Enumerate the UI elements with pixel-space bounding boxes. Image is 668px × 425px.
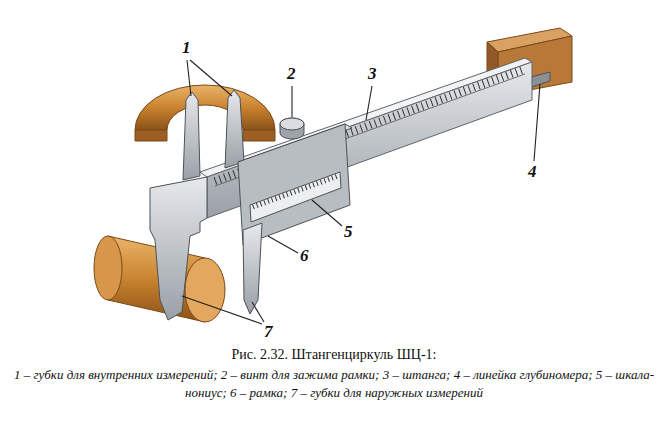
ring-workpiece-face (135, 130, 275, 141)
callout-number: 2 (287, 64, 296, 84)
vernier-scale (250, 172, 341, 222)
clamp-screw (280, 118, 304, 139)
ring-workpiece (135, 85, 275, 130)
leader-line (312, 200, 342, 226)
leader-line (366, 86, 372, 120)
outer-jaw (243, 223, 262, 314)
cylinder-end (185, 258, 225, 322)
leader-line (252, 302, 264, 322)
callout-number: 4 (528, 162, 537, 182)
figure-caption: Рис. 2.32. Штангенциркуль ШЦ-1: (0, 346, 668, 364)
inner-jaw (225, 90, 244, 168)
vernier-ticks (253, 176, 338, 207)
outer-jaw (150, 177, 207, 320)
leader-lines (182, 60, 540, 324)
legend-text: 1 – губки для внутренних измерений; 2 – … (12, 366, 656, 402)
callout-number: 6 (300, 246, 309, 266)
callout-number: 7 (264, 322, 273, 342)
leader-line (187, 60, 191, 96)
leader-line (182, 296, 262, 324)
callout-number: 5 (344, 222, 353, 242)
inner-jaw (183, 92, 200, 180)
leader-line (190, 60, 232, 96)
leader-line (291, 86, 292, 117)
cylinder-end (94, 236, 122, 300)
clamp-screw-head (280, 118, 304, 130)
callout-number: 3 (368, 64, 377, 84)
callout-number: 1 (182, 38, 191, 58)
leader-line (534, 84, 540, 161)
leader-line (268, 236, 298, 253)
